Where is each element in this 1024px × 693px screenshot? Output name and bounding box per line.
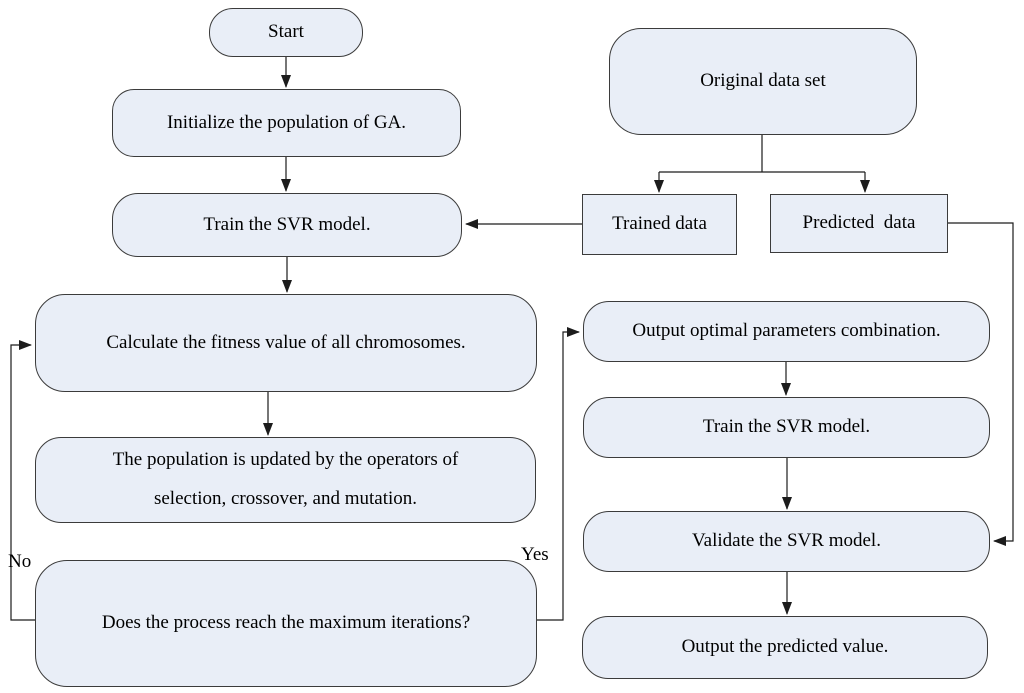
node-predicted-data: Predicted data	[770, 194, 948, 253]
node-train-svr-left-label: Train the SVR model.	[203, 213, 371, 235]
node-update-population-line1: The population is updated by the operato…	[112, 449, 459, 471]
node-update-population-line2: selection, crossover, and mutation.	[153, 488, 418, 509]
node-decision-max-iterations: Does the process reach the maximum itera…	[35, 560, 537, 687]
node-initialize-population: Initialize the population of GA.	[112, 89, 461, 157]
node-decision-max-iterations-label: Does the process reach the maximum itera…	[101, 612, 471, 634]
arrow-yes-to-output-optimal	[537, 327, 580, 621]
node-update-population: The population is updated by the operato…	[35, 437, 536, 523]
arrow-no-loop-to-calculate	[10, 340, 35, 621]
node-trained-data: Trained data	[582, 194, 737, 255]
edge-label-yes: Yes	[521, 544, 549, 565]
node-output-predicted-value: Output the predicted value.	[582, 616, 988, 679]
node-output-optimal-parameters-label: Output optimal parameters combination.	[632, 320, 941, 342]
node-start: Start	[209, 8, 363, 57]
node-original-data-set: Original data set	[609, 28, 917, 135]
node-predicted-data-label: Predicted data	[802, 212, 916, 234]
node-validate-svr-label: Validate the SVR model.	[692, 530, 881, 552]
node-output-optimal-parameters: Output optimal parameters combination.	[583, 301, 990, 362]
node-calculate-fitness-label: Calculate the fitness value of all chrom…	[106, 331, 466, 353]
node-initialize-population-label: Initialize the population of GA.	[166, 111, 407, 133]
node-validate-svr: Validate the SVR model.	[583, 511, 990, 572]
node-train-svr-left: Train the SVR model.	[112, 193, 462, 257]
node-train-svr-right: Train the SVR model.	[583, 397, 990, 458]
arrow-predicted-data-to-validate	[947, 222, 1014, 546]
node-trained-data-label: Trained data	[612, 213, 707, 235]
node-output-predicted-value-label: Output the predicted value.	[681, 636, 889, 658]
node-train-svr-right-label: Train the SVR model.	[702, 416, 871, 438]
node-original-data-set-label: Original data set	[700, 70, 826, 92]
node-start-label: Start	[268, 21, 304, 43]
edge-label-no: No	[8, 551, 32, 572]
connector-original-split	[659, 135, 865, 173]
node-calculate-fitness: Calculate the fitness value of all chrom…	[35, 294, 537, 392]
